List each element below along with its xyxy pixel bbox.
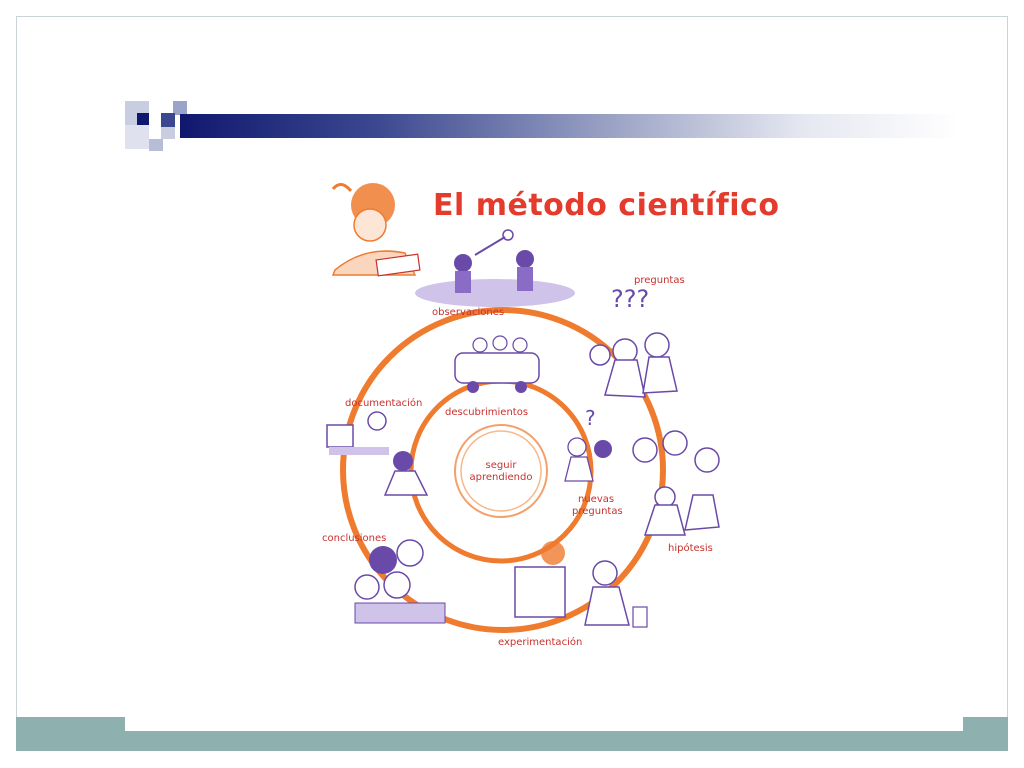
center-swirl	[454, 424, 548, 518]
stage-label-hipotesis: hipótesis	[668, 543, 713, 554]
footer-notch	[125, 717, 963, 731]
stage-label-nuevas: nuevas	[578, 494, 615, 505]
stage-label-conclusiones: conclusiones	[322, 533, 387, 544]
header-gradient-bar	[180, 114, 960, 138]
observation-illustration	[415, 229, 575, 307]
outer-cycle-ring	[340, 307, 666, 633]
conclusions-illustration	[354, 539, 446, 624]
diagram-title: El método científico	[433, 188, 780, 223]
questions-illustration: ???	[589, 285, 678, 398]
scientist-illustration	[331, 183, 421, 277]
center-label-line2: aprendiendo	[469, 472, 533, 483]
svg-text:?: ?	[585, 406, 596, 430]
experimentation-illustration	[514, 541, 648, 628]
center-label-line1: seguir	[485, 460, 517, 471]
stage-label-experimentacion: experimentación	[498, 637, 583, 648]
svg-text:???: ???	[611, 285, 649, 313]
discoveries-illustration	[454, 335, 540, 393]
documentation-illustration	[326, 411, 429, 496]
scientific-method-diagram: ???	[326, 183, 720, 633]
stage-label-preguntas-nuevas: preguntas	[572, 506, 623, 517]
stage-label-descubrimientos: descubrimientos	[445, 407, 529, 418]
stage-label-observaciones: observaciones	[432, 307, 505, 318]
hypothesis-illustration	[632, 430, 720, 536]
stage-label-preguntas: preguntas	[634, 275, 685, 286]
stage-label-documentacion: documentación	[345, 398, 423, 409]
center-label: seguir aprendiendo	[466, 460, 536, 484]
new-questions-illustration: ?	[564, 406, 612, 482]
